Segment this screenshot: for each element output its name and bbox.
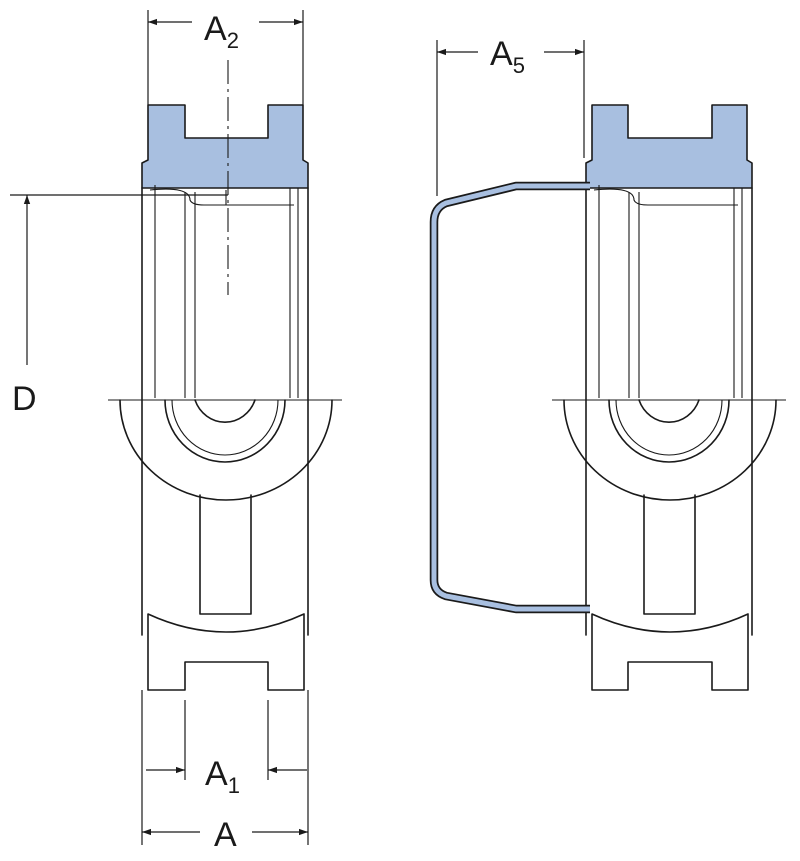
end-cover-fill <box>431 183 590 612</box>
dimension-d: D <box>10 194 228 418</box>
left-bearing-ring <box>164 399 286 463</box>
right-stem <box>643 494 696 615</box>
label-a1: A1 <box>205 755 240 798</box>
right-view-covered-unit <box>429 104 786 691</box>
end-cover <box>429 181 590 614</box>
left-base <box>147 613 305 691</box>
right-bearing-ring <box>608 399 730 463</box>
right-insert-lines <box>598 185 743 398</box>
dimension-a: A <box>141 690 309 854</box>
right-housing-top <box>585 104 753 189</box>
left-seal-curve <box>149 188 294 206</box>
left-housing-top <box>141 104 309 189</box>
left-bearing-outer <box>119 399 333 501</box>
right-bearing-ring-inner <box>615 399 723 456</box>
left-stem <box>199 494 252 615</box>
right-bearing-outer <box>563 399 777 501</box>
label-a5: A5 <box>490 35 525 78</box>
label-a: A <box>214 816 237 854</box>
left-bearing-bore <box>194 399 256 423</box>
right-bearing-bore <box>638 399 700 423</box>
dimension-a2: A2 <box>147 10 304 105</box>
right-seal-curve <box>593 188 738 206</box>
label-d: D <box>12 380 37 418</box>
left-view-open-unit <box>108 60 342 691</box>
left-insert-lines <box>154 185 299 398</box>
label-a2: A2 <box>204 10 239 53</box>
end-cover-outline <box>433 185 590 610</box>
dimension-a5: A5 <box>436 35 585 196</box>
right-base <box>591 613 749 691</box>
left-bearing-ring-inner <box>171 399 279 456</box>
dimension-a1: A1 <box>146 700 307 798</box>
